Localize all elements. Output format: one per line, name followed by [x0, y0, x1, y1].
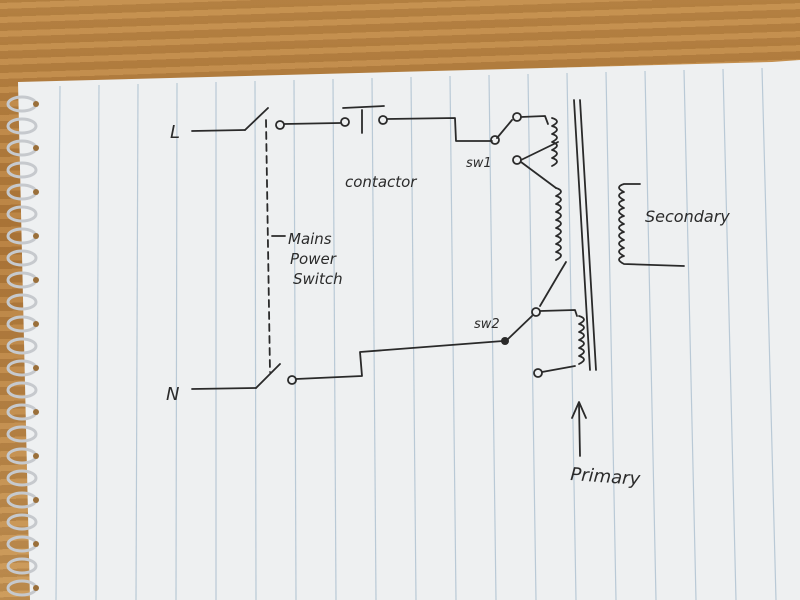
wire-coil-to-sw2	[539, 261, 567, 307]
contactor-contact-right	[378, 115, 388, 125]
label-n: N	[166, 384, 179, 405]
wire-contactor-to-sw1	[386, 117, 493, 142]
secondary-coil	[618, 183, 685, 267]
label-mains-1: Mains	[288, 230, 332, 248]
neutral-wire-in	[191, 387, 257, 390]
wire-sw1-bottom-down	[520, 161, 557, 189]
ruled-lines	[55, 67, 777, 600]
label-sw2: sw2	[474, 317, 500, 332]
primary-coil-lower	[578, 315, 585, 365]
label-sw1: sw1	[466, 156, 492, 171]
wire-neutral-to-sw2	[295, 340, 504, 380]
spiral-holes	[33, 101, 39, 591]
label-secondary: Secondary	[645, 207, 730, 226]
mains-switch-contact-top	[275, 120, 285, 130]
wire-sw1-bottom-to-tap	[520, 141, 559, 161]
wire-sw1-top-to-coil	[520, 115, 549, 125]
mains-switch-link	[265, 119, 271, 373]
mains-switch-blade-top	[244, 107, 269, 131]
contactor-contact-left	[340, 117, 350, 127]
transformer-core-right	[579, 99, 597, 371]
line-wire-in	[191, 129, 246, 132]
primary-coil-middle	[555, 187, 562, 261]
notebook-page	[18, 60, 800, 600]
primary-arrow-shaft	[578, 403, 581, 457]
sw2-contact-bottom	[533, 368, 543, 378]
mains-switch-blade-bottom	[255, 363, 281, 389]
sw2-blade	[507, 315, 533, 340]
label-mains-2: Power	[290, 250, 337, 268]
sw1-common	[490, 135, 500, 145]
primary-arrow-head	[571, 401, 587, 419]
transformer-core-left	[573, 99, 591, 371]
primary-coil-upper	[551, 117, 558, 167]
contactor-bar	[342, 105, 385, 109]
label-mains-3: Switch	[293, 270, 343, 288]
wire-sw2-top-to-coil	[539, 309, 578, 317]
label-contactor: contactor	[345, 173, 417, 191]
mains-switch-contact-bottom	[287, 375, 297, 385]
label-primary: Primary	[570, 464, 642, 490]
sw2-common	[501, 337, 509, 345]
sw1-blade	[496, 119, 513, 139]
label-l: L	[170, 122, 180, 143]
sw2-contact-top	[531, 307, 541, 317]
wire-mains-to-contactor	[283, 122, 341, 125]
wire-sw2-bottom-to-coil	[541, 365, 576, 373]
